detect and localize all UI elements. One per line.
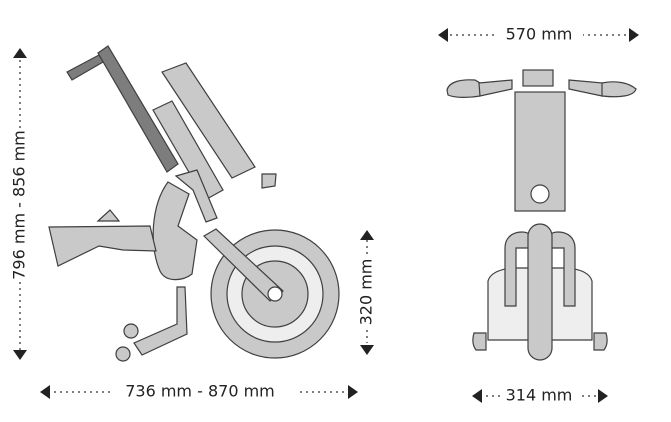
right-foot-icon xyxy=(593,332,608,351)
arrow-up-icon xyxy=(360,230,374,240)
length-range-dimension: 736 mm - 870 mm xyxy=(40,380,358,404)
front-wheel-icon xyxy=(527,223,553,361)
height-range-label: 796 mm - 856 mm xyxy=(10,130,29,280)
front-axle-icon xyxy=(530,184,550,204)
footrest-plate-icon xyxy=(48,225,157,267)
arrow-down-icon xyxy=(13,350,27,360)
left-foot-icon xyxy=(472,332,487,351)
battery-pack-icon xyxy=(161,62,256,179)
side-grip-icon xyxy=(66,54,104,81)
wheel-height-dimension: 320 mm xyxy=(355,230,379,355)
small-bracket-icon xyxy=(261,173,277,189)
length-range-label: 736 mm - 870 mm xyxy=(125,382,275,401)
handlebar-width-label-background xyxy=(495,23,583,47)
bolt-icon xyxy=(123,323,139,339)
side-handle-bar-icon xyxy=(97,45,179,173)
axle-icon xyxy=(267,286,283,302)
arrow-left-icon xyxy=(40,385,50,399)
handlebar-width-label: 570 mm xyxy=(506,25,573,44)
arrow-right-icon xyxy=(598,389,608,403)
arrow-up-icon xyxy=(13,48,27,58)
handlebar-width-dimension: 570 mm xyxy=(438,23,639,47)
height-label-background xyxy=(8,130,32,280)
frame-neck-icon xyxy=(174,169,218,223)
arrow-right-icon xyxy=(629,28,639,42)
base-width-label-background xyxy=(500,384,578,408)
display-box-icon xyxy=(522,69,554,87)
length-label-background xyxy=(110,380,300,404)
frame-upright-icon xyxy=(152,100,224,201)
handlebar-grip xyxy=(66,54,104,81)
base-width-dimension: 314 mm xyxy=(472,384,608,408)
bolt-icon xyxy=(115,346,131,362)
front-view-illustration xyxy=(446,69,637,361)
fork-arm-icon xyxy=(203,228,284,302)
wheel-height-label: 320 mm xyxy=(357,259,376,326)
arrow-left-icon xyxy=(472,389,482,403)
wheel-height-label-background xyxy=(355,255,379,330)
left-grip-icon xyxy=(446,79,481,98)
front-mudguard-icon xyxy=(152,181,198,281)
arrow-down-icon xyxy=(360,345,374,355)
left-handlebar-icon xyxy=(478,79,513,97)
right-handlebar-icon xyxy=(568,79,604,97)
side-view-illustration xyxy=(48,45,340,362)
arrow-left-icon xyxy=(438,28,448,42)
lower-bracket-icon xyxy=(133,286,188,356)
footrest-marker-icon xyxy=(96,209,121,222)
base-width-label: 314 mm xyxy=(506,386,573,405)
height-range-dimension: 796 mm - 856 mm xyxy=(8,48,32,360)
right-grip-icon xyxy=(601,81,637,98)
arrow-right-icon xyxy=(348,385,358,399)
